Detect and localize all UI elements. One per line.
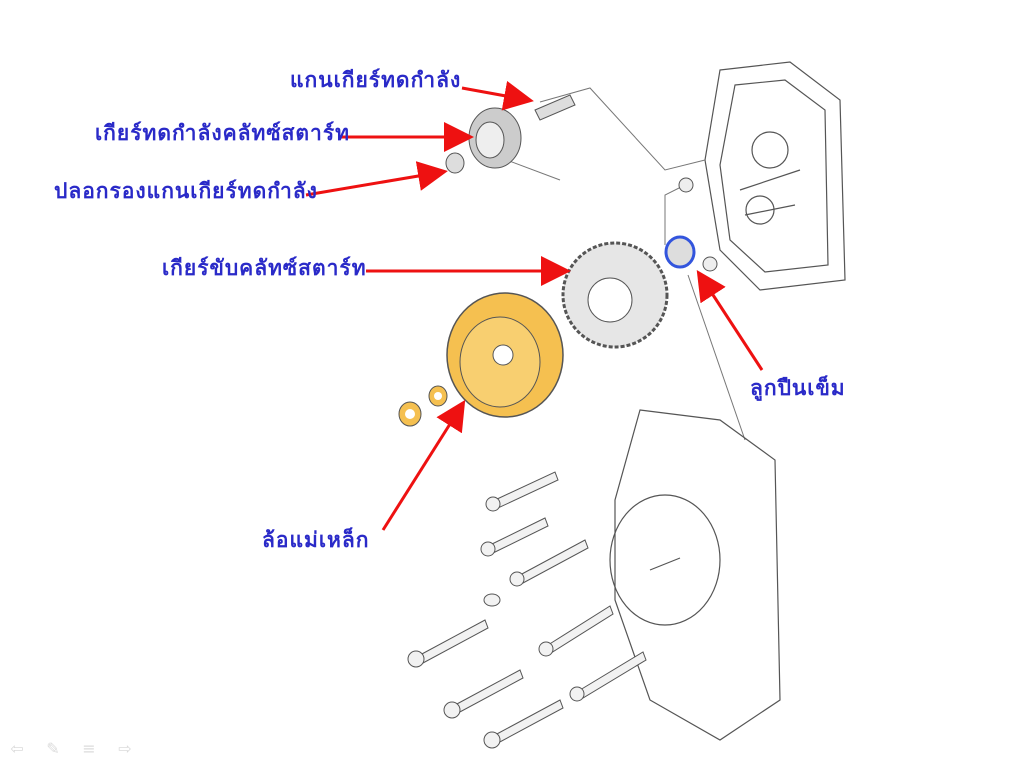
starter-driven-gear	[561, 241, 669, 349]
pen-icon[interactable]: ✎	[46, 739, 60, 758]
label-flywheel: ล้อแม่เหล็ก	[262, 527, 370, 552]
needle-bearing	[664, 235, 696, 269]
reduction-gear-shaft	[534, 94, 576, 121]
flywheel-nut	[398, 401, 422, 427]
next-slide-icon[interactable]: ⇨	[118, 739, 132, 758]
menu-icon[interactable]: ≡	[82, 739, 96, 758]
bolts	[407, 471, 647, 749]
label-reduction-gear: เกียร์ทดกำลังคลัทซ์สตาร์ท	[95, 120, 350, 145]
generator-cover	[609, 409, 781, 741]
slideshow-controls: ⇦ ✎ ≡ ⇨	[6, 739, 136, 758]
previous-slide-icon[interactable]: ⇦	[10, 739, 24, 758]
engine-case	[704, 61, 846, 291]
label-needle-bearing: ลูกปืนเข็ม	[750, 375, 846, 400]
shaft-bushing	[445, 152, 465, 174]
flywheel-rotor	[446, 292, 564, 418]
flywheel-washer	[428, 385, 448, 407]
reduction-gear	[468, 107, 522, 169]
callout-arrows	[305, 80, 764, 531]
label-shaft-bushing: ปลอกรองแกนเกียร์ทดกำลัง	[54, 178, 318, 203]
label-driven-gear: เกียร์ขับคลัทซ์สตาร์ท	[162, 255, 367, 280]
label-reduction-gear-shaft: แกนเกียร์ทดกำลัง	[290, 67, 462, 92]
